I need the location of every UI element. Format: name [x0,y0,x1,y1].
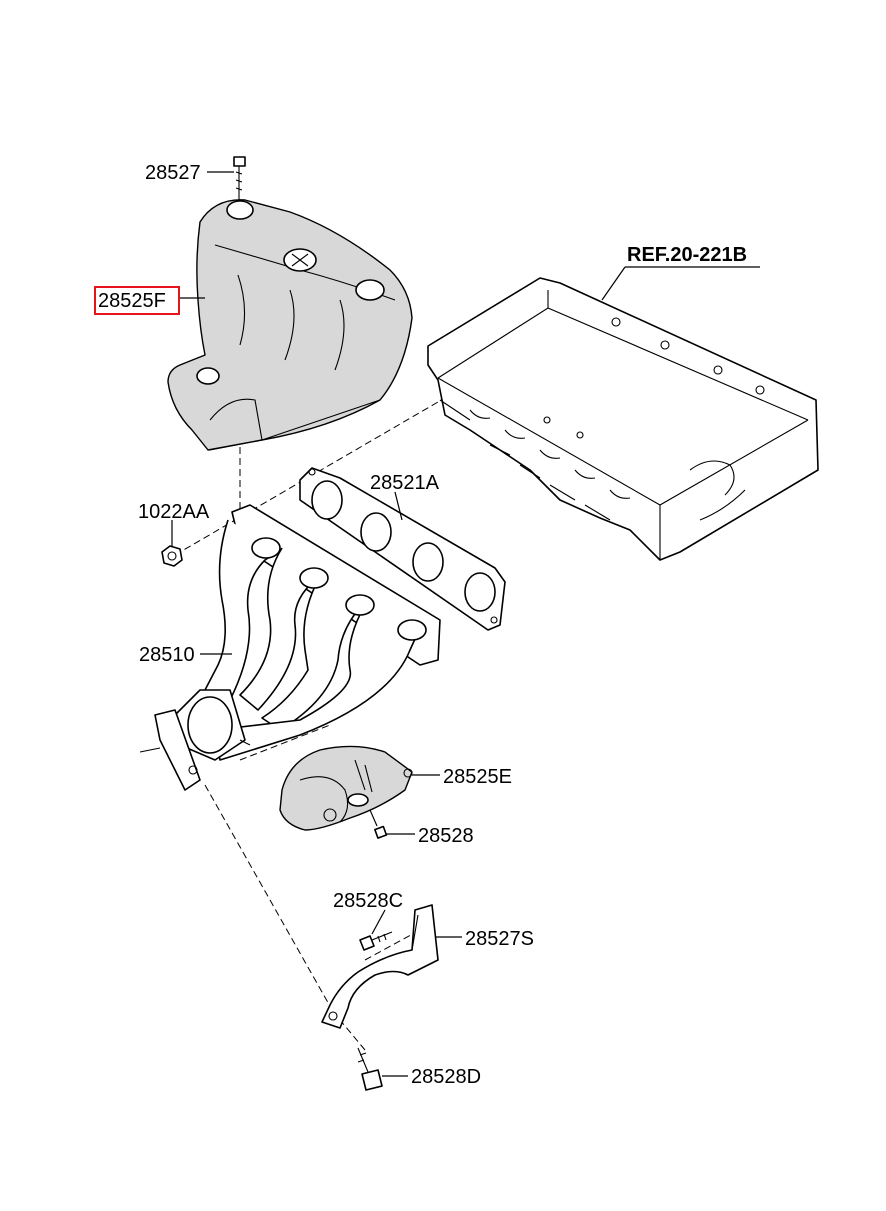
label-28528d[interactable]: 28528D [411,1066,481,1088]
selected-part-highlight [94,286,180,315]
label-28527s[interactable]: 28527S [465,928,534,950]
gasket-28521a[interactable] [299,467,506,631]
ref-label: REF.20-221B [627,244,747,266]
label-28510[interactable]: 28510 [139,644,195,666]
label-28528[interactable]: 28528 [418,825,474,847]
cylinder-head-ref [427,277,819,561]
nut-1022aa[interactable] [161,545,183,567]
ref-callout: REF.20-221B [601,244,760,301]
bolt-28527[interactable] [233,156,246,200]
label-28521a[interactable]: 28521A [370,472,440,494]
bolt-28528d[interactable] [357,1047,383,1091]
upper-heat-shield[interactable] [167,199,413,451]
exhaust-manifold-28510[interactable] [139,504,441,791]
lower-heat-shield-28525e[interactable] [279,745,413,831]
bolt-28528[interactable] [369,809,388,839]
leader-lines [171,171,462,1077]
label-28525e[interactable]: 28525E [443,766,512,788]
bracket-28527s[interactable] [321,904,439,1029]
part-labels: 28527 28525F 28521A 1022AA 28510 28525E … [94,162,534,1088]
label-28525f[interactable]: 28525F [98,290,166,312]
bolt-28528c[interactable] [359,931,393,951]
label-28527[interactable]: 28527 [145,162,201,184]
label-1022aa[interactable]: 1022AA [138,501,210,523]
label-28528c[interactable]: 28528C [333,890,403,912]
